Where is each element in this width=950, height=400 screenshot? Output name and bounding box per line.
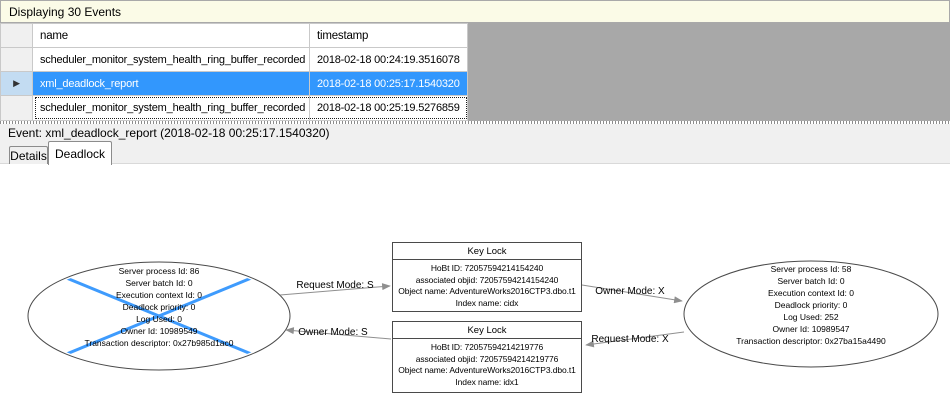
- process-line: Server process Id: 58: [770, 264, 852, 274]
- process-line: Log Used: 0: [136, 314, 182, 324]
- resource-title: Key Lock: [393, 243, 581, 260]
- column-header-name[interactable]: name: [33, 23, 310, 48]
- edge-label-request-x: Request Mode: X: [591, 334, 669, 345]
- tab-details[interactable]: Details: [9, 146, 48, 164]
- process-line: Deadlock priority: 0: [122, 302, 196, 312]
- row-selector[interactable]: ▶: [0, 72, 33, 96]
- process-details[interactable]: Server process Id: 58 Server batch Id: 0…: [681, 263, 941, 347]
- grid-details-splitter[interactable]: [0, 121, 950, 124]
- detail-tabstrip: Details Deadlock: [0, 141, 950, 165]
- edge-request-x: [585, 331, 685, 348]
- edge-owner-x: [581, 284, 683, 304]
- victim-cross-icon: [30, 264, 288, 368]
- deadlock-graph-panel: Request Mode: S Owner Mode: S Owner Mode…: [0, 164, 950, 400]
- cell-name[interactable]: scheduler_monitor_system_health_ring_buf…: [33, 96, 310, 121]
- process-line: Server batch Id: 0: [125, 278, 193, 288]
- cell-name[interactable]: xml_deadlock_report: [33, 72, 310, 96]
- edge-label-owner-s: Owner Mode: S: [298, 327, 368, 338]
- cell-timestamp[interactable]: 2018-02-18 00:25:19.5276859: [310, 96, 468, 121]
- column-header-timestamp[interactable]: timestamp: [310, 23, 468, 48]
- resource-line: Object name: AdventureWorks2016CTP3.dbo.…: [398, 365, 576, 375]
- process-line: Transaction descriptor: 0x27b985d1ac0: [84, 338, 234, 348]
- edge-label-owner-x: Owner Mode: X: [595, 286, 665, 297]
- row-selector[interactable]: [0, 48, 33, 72]
- resource-line: HoBt ID: 72057594214154240: [430, 263, 544, 273]
- resource-title: Key Lock: [393, 322, 581, 339]
- table-row[interactable]: scheduler_monitor_system_health_ring_buf…: [0, 48, 468, 72]
- resource-line: HoBt ID: 72057594214219776: [430, 342, 544, 352]
- resource-line: associated objid: 72057594214154240: [415, 274, 559, 285]
- process-line: Deadlock priority: 0: [774, 300, 848, 310]
- process-line: Transaction descriptor: 0x27ba15a4490: [736, 336, 886, 346]
- process-line: Execution context Id: 0: [116, 290, 202, 300]
- edge-owner-s: [285, 327, 392, 340]
- edge-label-request-s: Request Mode: S: [296, 280, 374, 291]
- process-line: Server batch Id: 0: [777, 276, 845, 286]
- process-victim-details[interactable]: Server process Id: 86 Server batch Id: 0…: [29, 265, 289, 349]
- resource-node-keylock-idx1[interactable]: Key Lock HoBt ID: 72057594214219776 asso…: [392, 321, 582, 393]
- tab-deadlock[interactable]: Deadlock: [48, 141, 112, 165]
- row-selector[interactable]: [0, 96, 33, 121]
- resource-line: Object name: AdventureWorks2016CTP3.dbo.…: [398, 286, 576, 296]
- process-line: Owner Id: 10989547: [772, 324, 850, 334]
- resource-node-keylock-cidx[interactable]: Key Lock HoBt ID: 72057594214154240 asso…: [392, 242, 582, 312]
- deadlock-graph-canvas: Request Mode: S Owner Mode: S Owner Mode…: [27, 260, 939, 371]
- process-node[interactable]: [683, 260, 939, 368]
- edge-request-s: [279, 283, 391, 296]
- table-row-selected[interactable]: ▶ xml_deadlock_report 2018-02-18 00:25:1…: [0, 72, 468, 96]
- grid-header-row: name timestamp: [0, 23, 468, 48]
- grid-corner-header: [0, 23, 33, 48]
- event-detail-bar: Event: xml_deadlock_report (2018-02-18 0…: [0, 124, 950, 141]
- cell-timestamp[interactable]: 2018-02-18 00:25:17.1540320: [310, 72, 468, 96]
- resource-line: associated objid: 72057594214219776: [415, 353, 559, 364]
- events-count-bar: Displaying 30 Events: [0, 0, 950, 23]
- table-row[interactable]: scheduler_monitor_system_health_ring_buf…: [0, 96, 468, 121]
- resource-line: Index name: cidx: [455, 297, 519, 308]
- process-line: Execution context Id: 0: [768, 288, 854, 298]
- event-detail-label: Event: xml_deadlock_report (2018-02-18 0…: [8, 125, 330, 140]
- events-count-label: Displaying 30 Events: [9, 4, 122, 19]
- process-line: Log Used: 252: [783, 312, 839, 322]
- process-line: Server process Id: 86: [118, 266, 200, 276]
- resource-line: Index name: idx1: [455, 376, 519, 387]
- process-line: Owner Id: 10989549: [120, 326, 198, 336]
- cell-timestamp[interactable]: 2018-02-18 00:24:19.3516078: [310, 48, 468, 72]
- current-row-indicator-icon: ▶: [13, 78, 20, 88]
- cell-name[interactable]: scheduler_monitor_system_health_ring_buf…: [33, 48, 310, 72]
- events-grid: name timestamp scheduler_monitor_system_…: [0, 23, 950, 121]
